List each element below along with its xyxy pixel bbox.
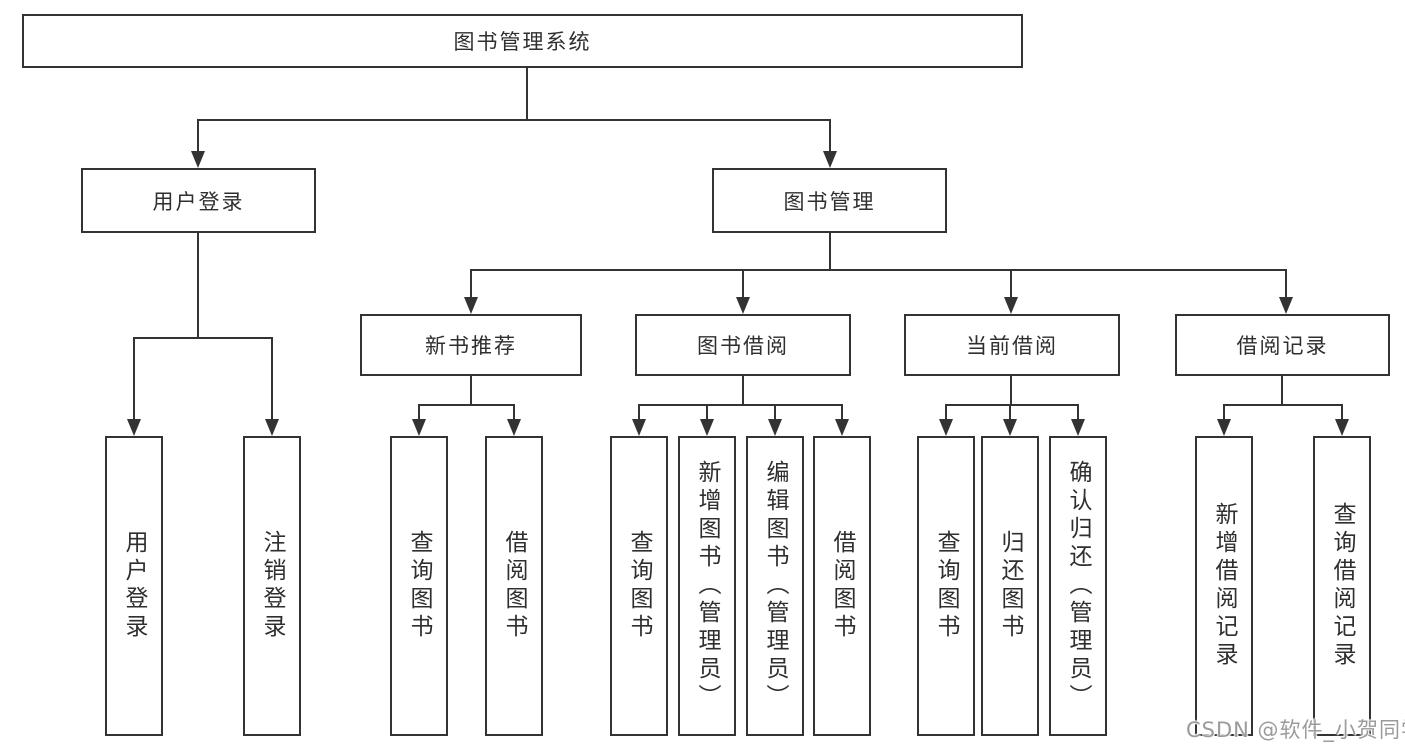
node-book-management: 图书管理 [712,168,947,233]
leaf-cb-return-books: 归还图书 [981,436,1039,736]
connector-arrow-stem [513,405,515,419]
leaf-bb-borrow-books: 借阅图书 [813,436,871,736]
node-user-login: 用户登录 [81,168,316,233]
leaf-nbr-query-books: 查询图书 [390,436,448,736]
leaf-br-query-record: 查询借阅记录 [1313,436,1371,736]
arrow-down-icon [127,419,141,436]
leaf-user-login: 用户登录 [105,436,163,736]
connector-vline [1281,376,1283,406]
connector-vline [526,68,528,121]
leaf-bb-edit-books-admin: 编辑图书（管理员） [746,436,804,736]
arrow-down-icon [1217,419,1231,436]
arrow-down-icon [736,297,750,314]
arrow-down-icon [507,419,521,436]
connector-arrow-stem [1077,405,1079,419]
connector-vline [197,233,199,339]
arrow-down-icon [632,419,646,436]
connector-arrow-stem [133,338,135,419]
connector-arrow-stem [470,270,472,297]
node-root-system: 图书管理系统 [22,14,1023,68]
connector-arrow-stem [271,338,273,419]
connector-arrow-stem [1223,405,1225,419]
leaf-bb-add-books-admin: 新增图书（管理员） [678,436,736,736]
leaf-bb-query-books: 查询图书 [610,436,668,736]
connector-arrow-stem [418,405,420,419]
leaf-br-add-record: 新增借阅记录 [1195,436,1253,736]
connector-vline [1010,376,1012,406]
connector-arrow-stem [197,120,199,151]
connector-hline [638,404,843,406]
watermark: CSDN @软件_小贺同学 [1186,718,1405,742]
connector-hline [197,119,831,121]
connector-arrow-stem [742,270,744,297]
connector-hline [470,269,1287,271]
arrow-down-icon [1335,419,1349,436]
arrow-down-icon [464,297,478,314]
connector-arrow-stem [706,405,708,419]
arrow-down-icon [1071,419,1085,436]
connector-arrow-stem [945,405,947,419]
node-new-book-recommend: 新书推荐 [360,314,582,376]
connector-hline [418,404,515,406]
connector-hline [945,404,1079,406]
leaf-nbr-borrow-books: 借阅图书 [485,436,543,736]
connector-arrow-stem [841,405,843,419]
arrow-down-icon [700,419,714,436]
arrow-down-icon [939,419,953,436]
arrow-down-icon [1279,297,1293,314]
connector-vline [742,376,744,406]
connector-arrow-stem [1009,405,1011,419]
arrow-down-icon [1003,419,1017,436]
connector-arrow-stem [1285,270,1287,297]
arrow-down-icon [835,419,849,436]
node-current-borrowing: 当前借阅 [904,314,1120,376]
arrow-down-icon [823,151,837,168]
arrow-down-icon [265,419,279,436]
arrow-down-icon [412,419,426,436]
connector-arrow-stem [829,120,831,151]
connector-vline [470,376,472,406]
arrow-down-icon [191,151,205,168]
connector-arrow-stem [638,405,640,419]
connector-hline [133,337,273,339]
leaf-cb-query-books: 查询图书 [917,436,975,736]
connector-hline [1223,404,1343,406]
connector-vline [829,233,831,271]
connector-arrow-stem [1010,270,1012,297]
node-book-borrowing: 图书借阅 [635,314,851,376]
connector-arrow-stem [774,405,776,419]
node-borrowing-records: 借阅记录 [1175,314,1390,376]
leaf-cb-confirm-return-admin: 确认归还（管理员） [1049,436,1107,736]
arrow-down-icon [768,419,782,436]
connector-arrow-stem [1341,405,1343,419]
leaf-logout: 注销登录 [243,436,301,736]
arrow-down-icon [1004,297,1018,314]
